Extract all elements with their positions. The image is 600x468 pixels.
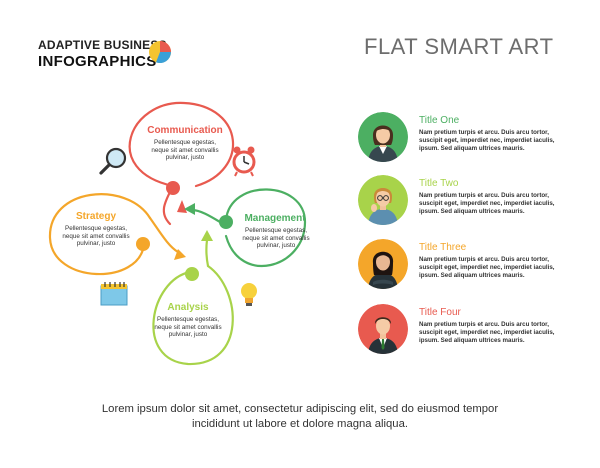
management-arrow (184, 203, 195, 215)
alarm-clock-icon (232, 146, 256, 177)
entry-text-line: suscipit eget, imperdiet nec, imperdiet … (419, 263, 555, 271)
strategy-text-line: neque sit amet convallis (62, 232, 130, 240)
entry-text-line: Nam pretium turpis et arcu. Duis arcu to… (419, 321, 549, 328)
entry-title: Title One (419, 115, 460, 126)
entry-title-four: Title Four Nam pretium turpis et arcu. D… (358, 304, 558, 358)
footer-text: Lorem ipsum dolor sit amet, consectetur … (60, 402, 540, 432)
entry-text: Nam pretium turpis et arcu. Duis arcu to… (419, 192, 559, 215)
communication-dot (166, 181, 180, 195)
strategy-dot (136, 237, 150, 251)
strategy-connector (148, 216, 180, 254)
footer-line: incididunt ut labore et dolore magna ali… (191, 418, 409, 430)
strategy-text-line: Pellentesque egestas, (65, 225, 127, 232)
management-text-line: pulvinar, justo (256, 242, 296, 250)
strategy-title: Strategy (75, 211, 116, 222)
magnifier-icon (99, 147, 127, 175)
management-connector (190, 208, 222, 224)
businesswoman-glasses-avatar-icon (358, 175, 408, 225)
entry-title-three: Title Three Nam pretium turpis et arcu. … (358, 239, 558, 293)
entry-text-line: suscipit eget, imperdiet nec, imperdiet … (419, 328, 555, 336)
communication-text: Pellentesque egestas, neque sit amet con… (135, 139, 235, 162)
entry-text-line: ipsum. Sed aliquam ultrices mauris. (419, 271, 525, 279)
analysis-text: Pellentesque egestas, neque sit amet con… (140, 316, 236, 339)
management-text-line: neque sit amet convallis (242, 234, 310, 242)
businesswoman-arms-crossed-avatar-icon (358, 239, 408, 289)
brand-line-1: ADAPTIVE BUSINESS (38, 38, 167, 52)
communication-text-line: neque sit amet convallis (151, 146, 219, 154)
businesswoman-avatar-icon (358, 112, 408, 162)
entry-title: Title Two (419, 178, 459, 189)
entry-text-line: ipsum. Sed aliquam ultrices mauris. (419, 144, 525, 152)
strategy-text-line: pulvinar, justo (76, 240, 116, 248)
management-text: Pellentesque egestas, neque sit amet con… (236, 227, 316, 250)
management-dot (219, 215, 233, 229)
entry-text: Nam pretium turpis et arcu. Duis arcu to… (419, 321, 559, 344)
communication-title: Communication (147, 125, 223, 136)
management-text-line: Pellentesque egestas, (245, 227, 307, 234)
analysis-dot (185, 267, 199, 281)
notepad-icon (100, 282, 128, 306)
analysis-title: Analysis (167, 302, 209, 313)
pie-logo-icon (149, 41, 172, 64)
entry-text: Nam pretium turpis et arcu. Duis arcu to… (419, 256, 559, 279)
management-loop (224, 188, 307, 267)
analysis-text-line: Pellentesque egestas, (157, 316, 219, 323)
communication-text-line: pulvinar, justo (165, 154, 205, 162)
communication-arrow (177, 200, 187, 213)
analysis-text-line: pulvinar, justo (168, 331, 208, 339)
entry-text-line: ipsum. Sed aliquam ultrices mauris. (419, 336, 525, 344)
businessman-avatar-icon (358, 304, 408, 354)
management-title: Management (244, 213, 306, 224)
entry-text-line: suscipit eget, imperdiet nec, imperdiet … (419, 199, 555, 207)
analysis-connector (205, 238, 210, 268)
footer-line: Lorem ipsum dolor sit amet, consectetur … (101, 403, 499, 415)
communication-loop (128, 101, 234, 188)
entry-text-line: Nam pretium turpis et arcu. Duis arcu to… (419, 192, 549, 199)
entry-title-two: Title Two Nam pretium turpis et arcu. Du… (358, 175, 558, 229)
brand-line-2: INFOGRAPHICS (38, 53, 157, 70)
entry-title: Title Three (419, 242, 467, 253)
entry-text-line: Nam pretium turpis et arcu. Duis arcu to… (419, 256, 549, 263)
entry-title-one: Title One Nam pretium turpis et arcu. Du… (358, 112, 558, 166)
entry-text-line: suscipit eget, imperdiet nec, imperdiet … (419, 136, 555, 144)
strategy-loop (48, 193, 152, 276)
analysis-text-line: neque sit amet convallis (154, 323, 222, 331)
page-title: FLAT SMART ART (364, 34, 554, 59)
brand-header: ADAPTIVE BUSINESS INFOGRAPHICS (38, 38, 167, 70)
analysis-arrow (201, 230, 213, 241)
lightbulb-icon (241, 283, 257, 306)
communication-text-line: Pellentesque egestas, (154, 139, 216, 146)
entry-text-line: Nam pretium turpis et arcu. Duis arcu to… (419, 129, 549, 136)
strategy-text: Pellentesque egestas, neque sit amet con… (50, 225, 142, 248)
strategy-arrow (174, 249, 186, 260)
entry-title: Title Four (419, 307, 461, 318)
entry-text: Nam pretium turpis et arcu. Duis arcu to… (419, 129, 559, 152)
entry-text-line: ipsum. Sed aliquam ultrices mauris. (419, 207, 525, 215)
analysis-loop (152, 264, 234, 366)
